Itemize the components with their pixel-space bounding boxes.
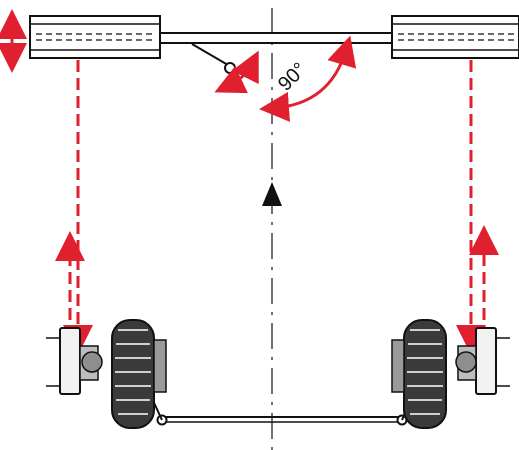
reference-bar <box>29 15 519 59</box>
angle-label: 90° <box>274 59 311 96</box>
tie-rod <box>148 391 415 426</box>
left-wheel-assembly <box>46 319 167 429</box>
rotation-arrow-icon <box>214 50 259 94</box>
lever <box>191 43 236 74</box>
measurement-lines <box>55 60 499 355</box>
right-angle-arc <box>259 35 357 122</box>
direction-arrow-icon <box>262 182 282 206</box>
right-wheel-assembly <box>391 319 510 429</box>
